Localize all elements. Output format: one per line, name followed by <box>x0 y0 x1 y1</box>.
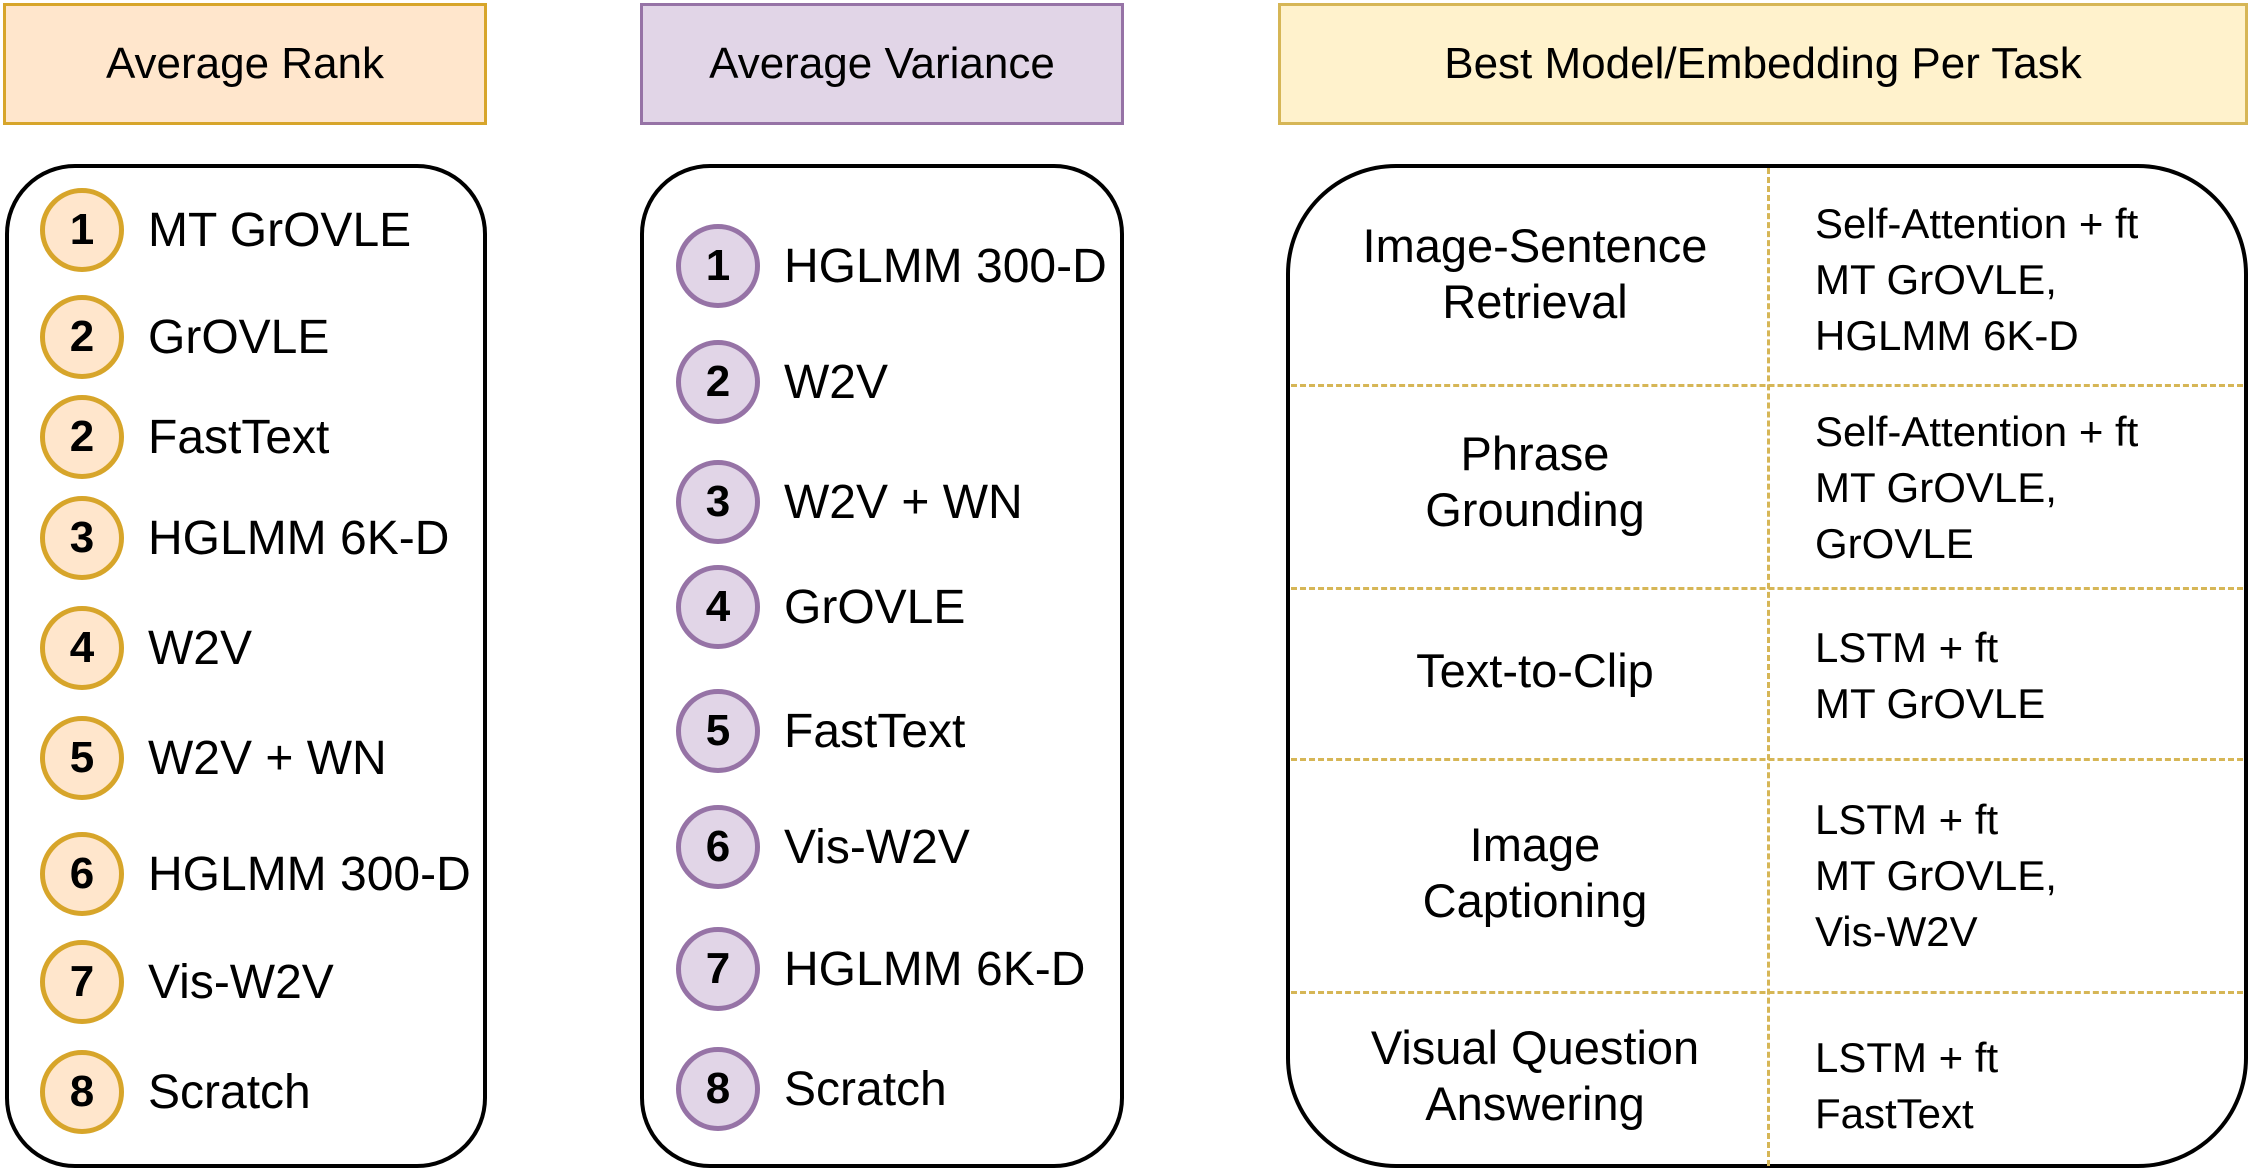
table-row-divider <box>1291 587 2243 590</box>
best-model: LSTM + ft MT GrOVLE, Vis-W2V <box>1815 792 2057 960</box>
rank-label: Vis-W2V <box>148 955 334 1009</box>
model-line: MT GrOVLE <box>1815 680 2046 727</box>
table-row-divider <box>1291 991 2243 994</box>
variance-badge: 1 <box>676 224 760 308</box>
rank-item: 3 HGLMM 6K-D <box>40 496 449 580</box>
variance-label: GrOVLE <box>784 580 966 634</box>
table-row-divider <box>1291 758 2243 761</box>
rank-item: 8 Scratch <box>40 1050 311 1134</box>
variance-badge: 4 <box>676 565 760 649</box>
task-line: Image <box>1469 818 1601 871</box>
task-name: Text-to-Clip <box>1330 643 1740 699</box>
best-model-title: Best Model/Embedding Per Task <box>1444 39 2082 88</box>
variance-badge: 2 <box>676 340 760 424</box>
rank-item: 2 GrOVLE <box>40 295 329 379</box>
average-variance-title: Average Variance <box>709 39 1055 88</box>
variance-label: HGLMM 6K-D <box>784 942 1086 996</box>
variance-badge: 7 <box>676 927 760 1011</box>
rank-badge: 6 <box>40 832 124 916</box>
best-model: Self-Attention + ft MT GrOVLE, GrOVLE <box>1815 404 2138 572</box>
rank-label: W2V <box>148 621 253 675</box>
variance-item: 1 HGLMM 300-D <box>676 224 1107 308</box>
average-rank-header: Average Rank <box>3 3 487 125</box>
variance-item: 5 FastText <box>676 689 965 773</box>
task-line: Grounding <box>1425 483 1645 536</box>
rank-badge: 1 <box>40 188 124 272</box>
model-line: Self-Attention + ft <box>1815 408 2139 455</box>
model-line: MT GrOVLE, <box>1815 464 2057 511</box>
rank-item: 2 FastText <box>40 395 329 479</box>
rank-item: 4 W2V <box>40 606 252 690</box>
task-name: Image Captioning <box>1330 817 1740 929</box>
rank-item: 7 Vis-W2V <box>40 940 334 1024</box>
task-line: Retrieval <box>1442 275 1628 328</box>
table-row-divider <box>1291 384 2243 387</box>
variance-label: W2V <box>784 355 889 409</box>
rank-label: FastText <box>148 410 330 464</box>
average-rank-title: Average Rank <box>105 39 385 88</box>
rank-badge: 2 <box>40 395 124 479</box>
variance-label: W2V + WN <box>784 475 1023 529</box>
rank-label: GrOVLE <box>148 310 330 364</box>
task-line: Captioning <box>1422 874 1648 927</box>
task-name: Visual Question Answering <box>1330 1020 1740 1132</box>
average-variance-header: Average Variance <box>640 3 1124 125</box>
variance-item: 4 GrOVLE <box>676 565 965 649</box>
model-line: LSTM + ft <box>1815 796 1999 843</box>
task-name: Phrase Grounding <box>1330 426 1740 538</box>
model-line: MT GrOVLE, <box>1815 256 2057 303</box>
model-line: Vis-W2V <box>1815 908 1978 955</box>
rank-item: 6 HGLMM 300-D <box>40 832 471 916</box>
rank-badge: 3 <box>40 496 124 580</box>
task-line: Image-Sentence <box>1362 219 1708 272</box>
rank-item: 1 MT GrOVLE <box>40 188 411 272</box>
model-line: FastText <box>1815 1090 1974 1137</box>
task-line: Visual Question <box>1370 1021 1700 1074</box>
variance-item: 3 W2V + WN <box>676 460 1023 544</box>
best-model: LSTM + ft MT GrOVLE <box>1815 620 2045 732</box>
variance-label: Vis-W2V <box>784 820 970 874</box>
rank-badge: 8 <box>40 1050 124 1134</box>
model-line: LSTM + ft <box>1815 624 1999 671</box>
variance-item: 8 Scratch <box>676 1047 947 1131</box>
table-column-divider <box>1767 168 1770 1166</box>
task-name: Image-Sentence Retrieval <box>1330 218 1740 330</box>
task-line: Phrase <box>1460 427 1610 480</box>
variance-badge: 6 <box>676 805 760 889</box>
best-model-header: Best Model/Embedding Per Task <box>1278 3 2248 125</box>
task-line: Answering <box>1425 1077 1645 1130</box>
task-line: Text-to-Clip <box>1416 644 1654 697</box>
model-line: Self-Attention + ft <box>1815 200 2139 247</box>
rank-badge: 2 <box>40 295 124 379</box>
rank-badge: 5 <box>40 716 124 800</box>
average-variance-panel <box>640 164 1124 1168</box>
variance-badge: 8 <box>676 1047 760 1131</box>
rank-label: Scratch <box>148 1065 311 1119</box>
model-line: LSTM + ft <box>1815 1034 1999 1081</box>
rank-label: W2V + WN <box>148 731 387 785</box>
rank-label: HGLMM 300-D <box>148 847 471 901</box>
rank-item: 5 W2V + WN <box>40 716 387 800</box>
variance-badge: 5 <box>676 689 760 773</box>
variance-item: 2 W2V <box>676 340 888 424</box>
best-model: LSTM + ft FastText <box>1815 1030 1998 1142</box>
variance-item: 7 HGLMM 6K-D <box>676 927 1085 1011</box>
model-line: MT GrOVLE, <box>1815 852 2057 899</box>
variance-label: FastText <box>784 704 966 758</box>
variance-label: Scratch <box>784 1062 947 1116</box>
variance-label: HGLMM 300-D <box>784 239 1107 293</box>
variance-badge: 3 <box>676 460 760 544</box>
model-line: HGLMM 6K-D <box>1815 312 2079 359</box>
rank-label: HGLMM 6K-D <box>148 511 450 565</box>
rank-label: MT GrOVLE <box>148 203 412 257</box>
rank-badge: 4 <box>40 606 124 690</box>
best-model: Self-Attention + ft MT GrOVLE, HGLMM 6K-… <box>1815 196 2138 364</box>
rank-badge: 7 <box>40 940 124 1024</box>
variance-item: 6 Vis-W2V <box>676 805 970 889</box>
model-line: GrOVLE <box>1815 520 1974 567</box>
